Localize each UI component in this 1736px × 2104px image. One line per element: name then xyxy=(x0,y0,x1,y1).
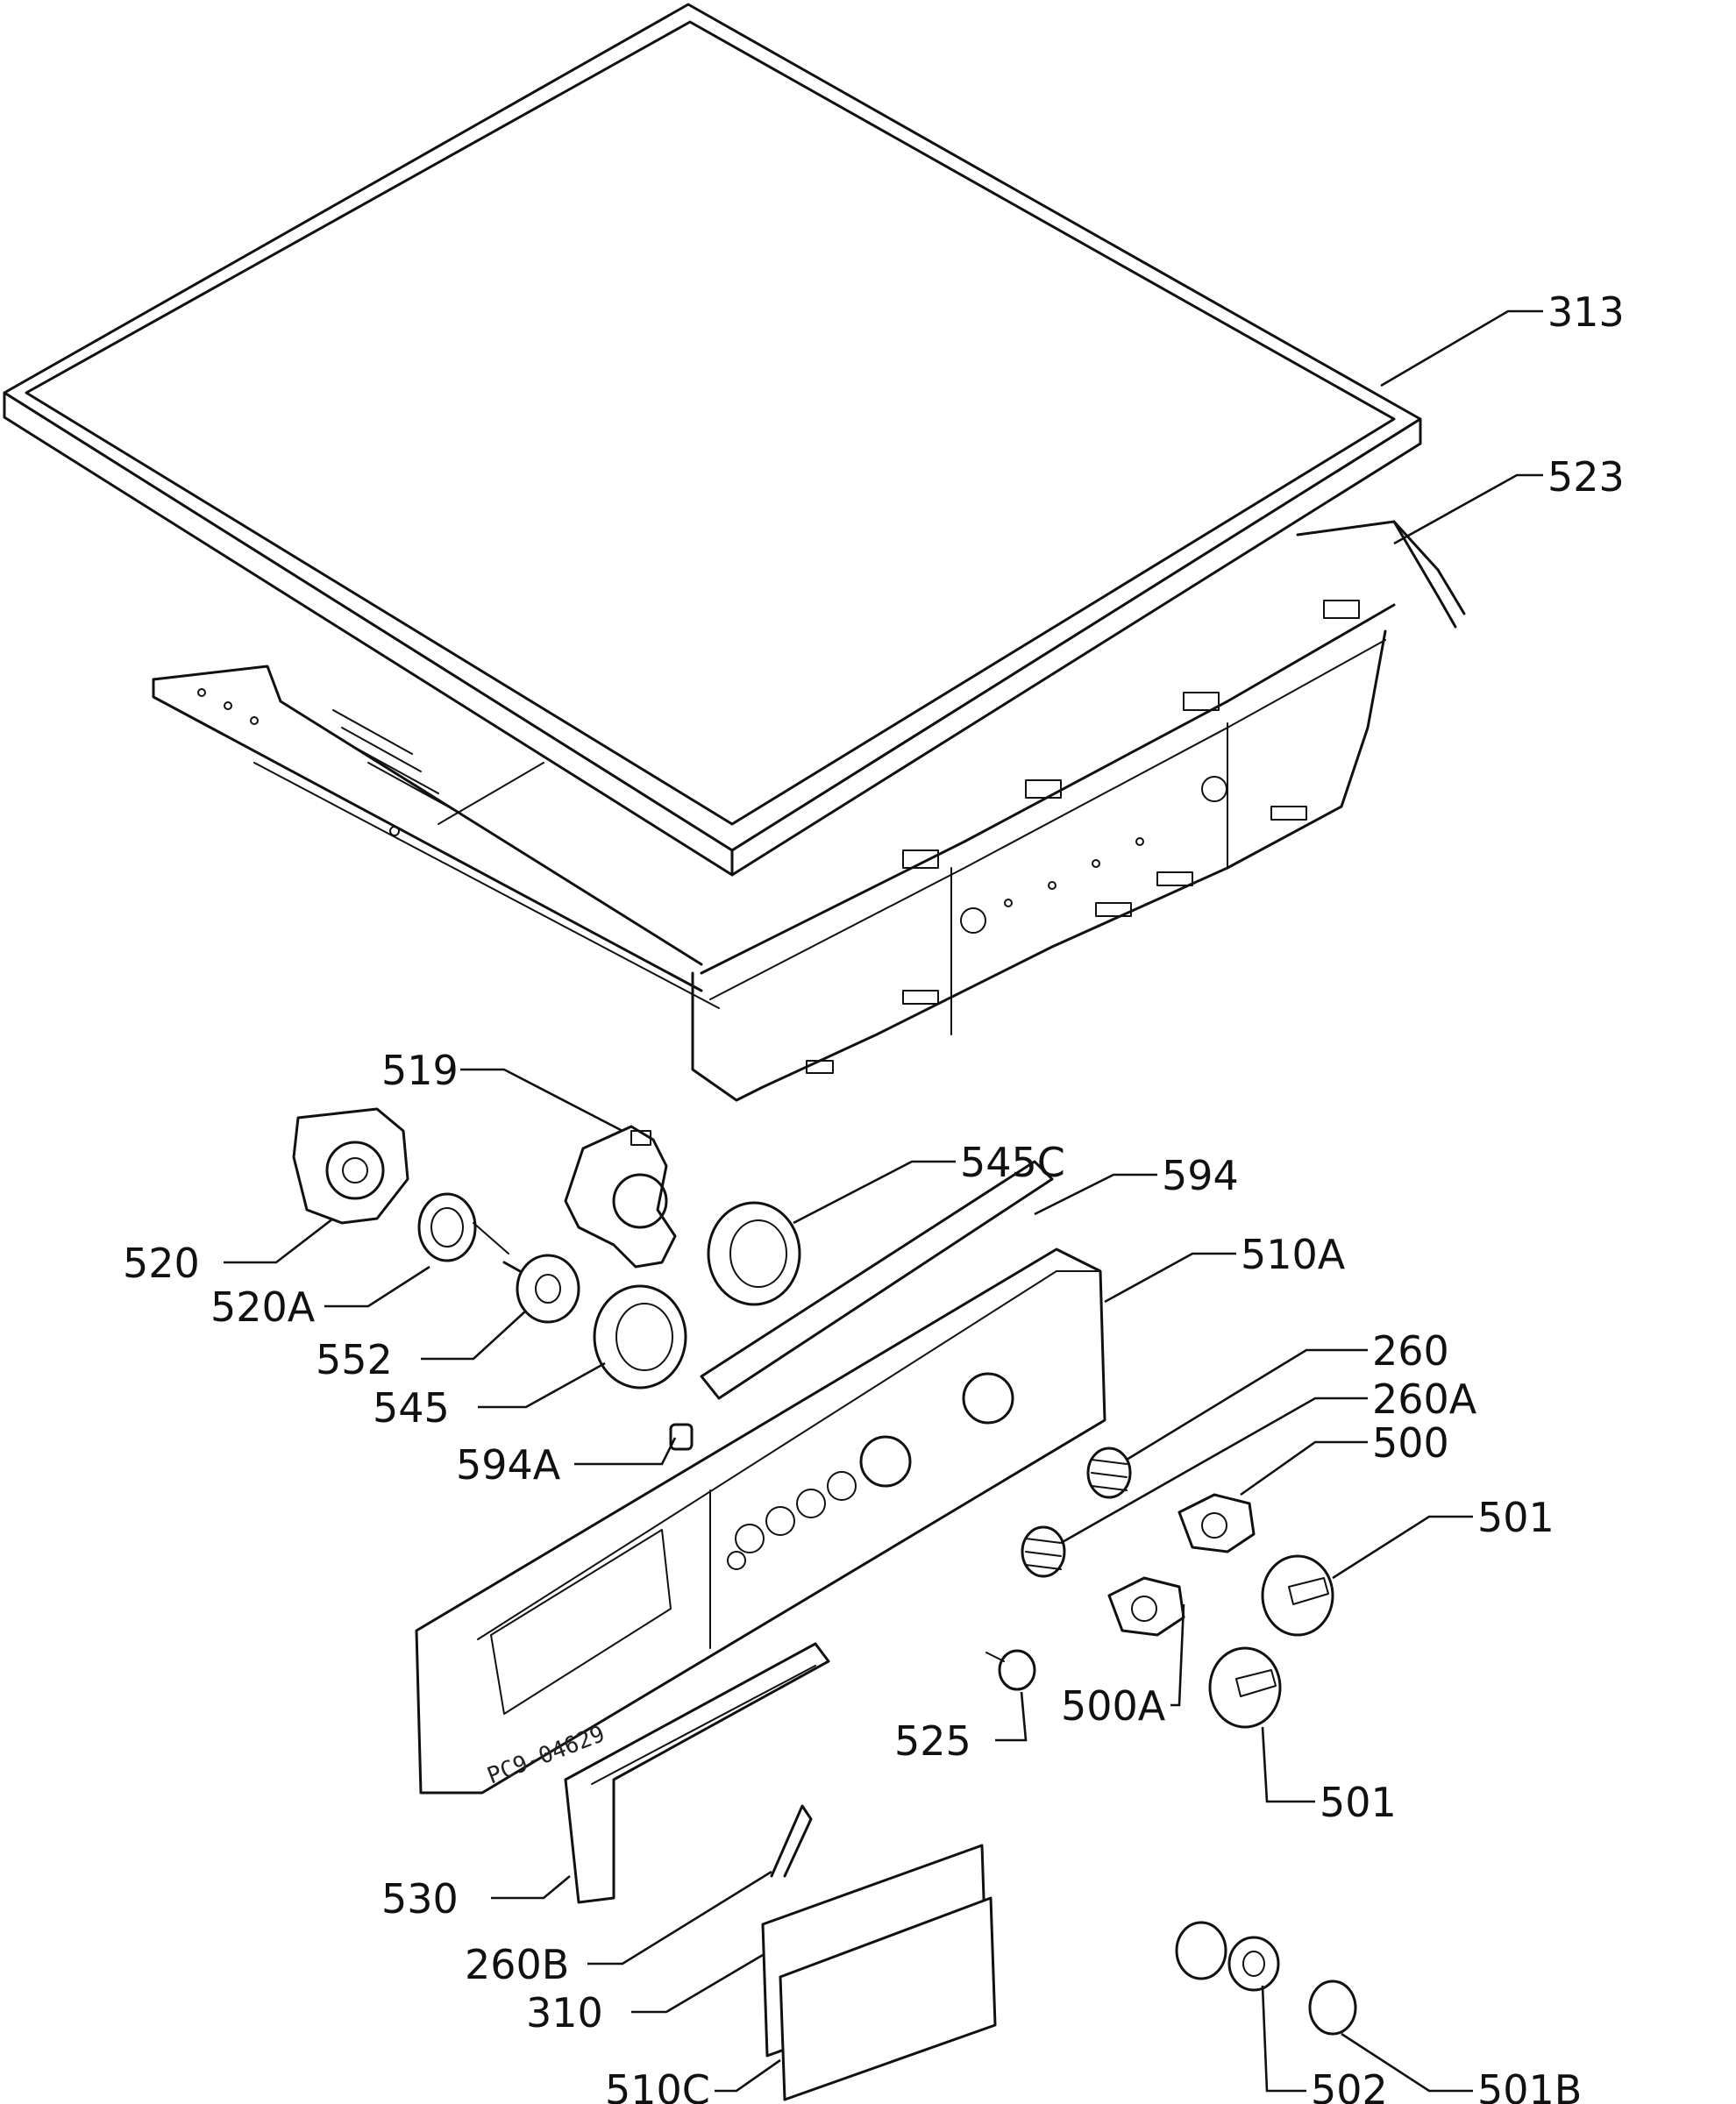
callout-530: 530 xyxy=(381,1875,459,1923)
callout-510A: 510A xyxy=(1241,1231,1346,1278)
callout-260B: 260B xyxy=(465,1941,569,1988)
part-510C-panel xyxy=(779,1896,997,2101)
callout-labels: 313 523 519 520 520A 552 545 545C 594 59… xyxy=(123,288,1625,2104)
callout-260A: 260A xyxy=(1372,1375,1477,1423)
part-510A-control-panel: PC9-04629 xyxy=(415,1247,1106,1795)
part-594-trim-strip xyxy=(700,1160,1054,1400)
callout-520A: 520A xyxy=(210,1283,316,1331)
callout-594A: 594A xyxy=(456,1441,561,1489)
part-523-frame-rail xyxy=(152,520,1466,1102)
part-545C-knob-ring xyxy=(707,1201,801,1306)
callout-525: 525 xyxy=(894,1717,971,1765)
part-502-switch xyxy=(1175,1921,1280,1992)
part-530-drawer-handle xyxy=(564,1642,830,1904)
part-501-knob-lower xyxy=(1208,1646,1282,1729)
callout-500: 500 xyxy=(1372,1419,1449,1467)
callout-520: 520 xyxy=(123,1240,200,1287)
callout-594: 594 xyxy=(1162,1152,1239,1199)
callout-523: 523 xyxy=(1547,453,1625,501)
part-260B-clip xyxy=(770,1804,813,1878)
callout-500A: 500A xyxy=(1061,1682,1166,1730)
callout-510C: 510C xyxy=(605,2066,710,2104)
callout-545: 545 xyxy=(373,1384,450,1432)
callout-552: 552 xyxy=(316,1336,393,1383)
callout-313: 313 xyxy=(1547,288,1625,336)
part-500A-switch-base xyxy=(1107,1576,1185,1637)
callout-501B: 501B xyxy=(1477,2066,1582,2104)
part-313-top-lid xyxy=(3,3,1422,877)
callout-501-lower: 501 xyxy=(1320,1779,1397,1826)
part-260A-spring xyxy=(1021,1525,1066,1578)
part-260-spring xyxy=(1086,1446,1132,1499)
leader-lines xyxy=(224,309,1543,2093)
part-520A-gear xyxy=(417,1192,509,1262)
part-519-switch-housing xyxy=(564,1125,677,1269)
callout-501-upper: 501 xyxy=(1477,1494,1555,1541)
callout-545C: 545C xyxy=(960,1139,1065,1186)
part-545-knob-ring xyxy=(593,1284,687,1390)
part-500-switch-base xyxy=(1177,1493,1256,1553)
callout-519: 519 xyxy=(381,1047,459,1094)
part-552-shaft xyxy=(502,1254,580,1324)
part-520-switch-bracket xyxy=(292,1107,409,1225)
part-594A-small-button xyxy=(669,1423,694,1451)
part-501B-knob xyxy=(1308,1980,1357,2036)
callout-310: 310 xyxy=(526,1989,603,2036)
callout-502: 502 xyxy=(1311,2066,1388,2104)
part-525-small-button xyxy=(985,1649,1036,1691)
part-501-knob-upper xyxy=(1261,1554,1334,1637)
callout-260: 260 xyxy=(1372,1327,1449,1375)
